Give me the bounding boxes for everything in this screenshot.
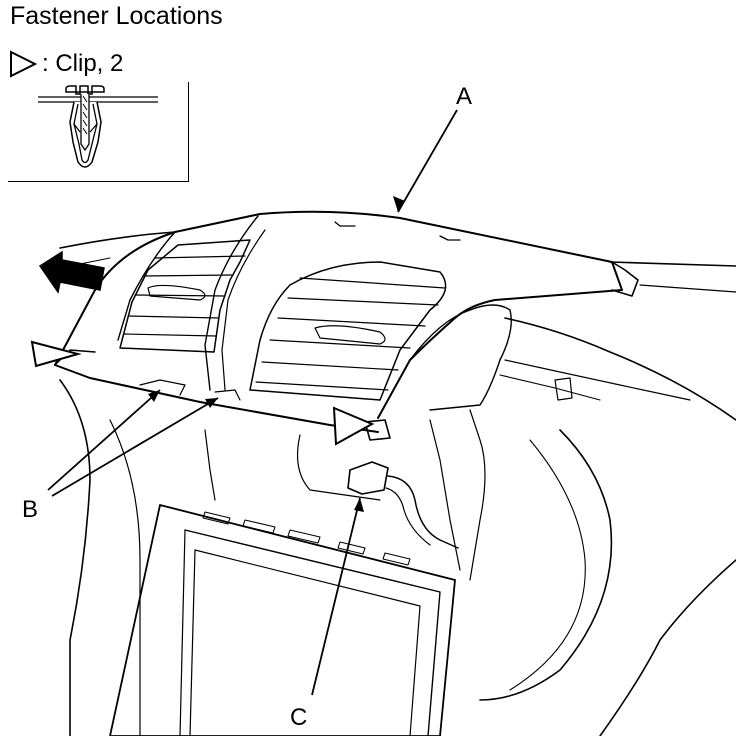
leader-b1-arrowhead bbox=[148, 390, 160, 402]
leader-a bbox=[397, 109, 458, 213]
leader-c bbox=[311, 497, 361, 696]
legend-label: : Clip, 2 bbox=[42, 50, 124, 77]
callout-b: B bbox=[22, 496, 39, 523]
clip-marker-right bbox=[332, 406, 375, 446]
leader-b2-arrowhead bbox=[205, 398, 218, 408]
callout-a: A bbox=[456, 83, 473, 110]
pull-direction-arrow bbox=[38, 250, 105, 294]
page-title: Fastener Locations bbox=[10, 2, 223, 30]
legend: : Clip, 2 bbox=[8, 47, 123, 81]
leader-a-arrowhead bbox=[393, 196, 405, 212]
leader-b2 bbox=[51, 397, 219, 497]
leader-c-arrowhead bbox=[354, 498, 364, 512]
triangle-outline-icon bbox=[10, 50, 38, 78]
leader-b1 bbox=[47, 389, 161, 491]
clip-detail-inset bbox=[8, 82, 189, 182]
clip-marker-left bbox=[30, 340, 82, 368]
callout-c: C bbox=[290, 704, 308, 731]
clip-detail-drawing bbox=[38, 85, 158, 168]
